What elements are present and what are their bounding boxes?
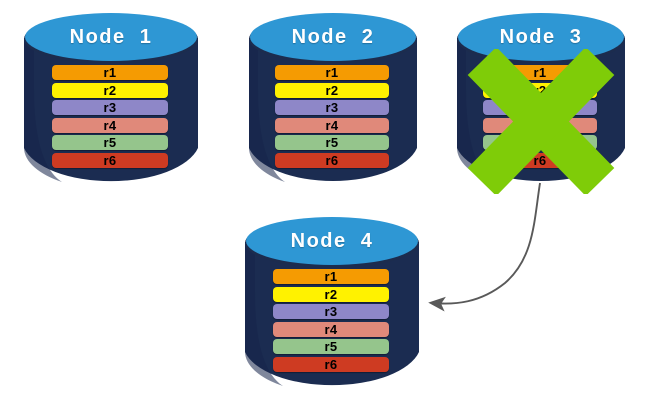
table-row[interactable]: r5 bbox=[52, 135, 168, 150]
row-label: r3 bbox=[533, 100, 547, 115]
row-label: r6 bbox=[324, 356, 338, 372]
row-list: r1 r2 r3 r4 r5 r6 bbox=[483, 65, 597, 168]
row-list: r1 r2 r3 r4 r5 r6 bbox=[52, 65, 168, 168]
row-label: r3 bbox=[103, 100, 117, 115]
table-row[interactable]: r3 bbox=[483, 100, 597, 115]
row-label: r2 bbox=[533, 82, 547, 98]
table-row[interactable]: r5 bbox=[275, 135, 389, 150]
row-label: r2 bbox=[325, 82, 339, 98]
row-list: r1 r2 r3 r4 r5 r6 bbox=[275, 65, 389, 168]
table-row[interactable]: r4 bbox=[483, 117, 597, 133]
table-row[interactable]: r3 bbox=[52, 100, 168, 115]
row-label: r4 bbox=[103, 117, 117, 133]
table-row[interactable]: r4 bbox=[52, 117, 168, 133]
row-label: r4 bbox=[533, 117, 547, 133]
table-row[interactable]: r6 bbox=[52, 152, 168, 168]
table-row[interactable]: r4 bbox=[273, 321, 389, 337]
row-label: r4 bbox=[324, 321, 338, 337]
table-row[interactable]: r2 bbox=[275, 82, 389, 98]
row-label: r1 bbox=[325, 65, 339, 80]
node-cylinder-node1[interactable]: Node 1 r1 r2 r3 r4 r5 r6 bbox=[22, 8, 200, 186]
node-cylinder-node2[interactable]: Node 2 r1 r2 r3 r4 r5 r6 bbox=[247, 8, 419, 186]
table-row[interactable]: r1 bbox=[273, 269, 389, 284]
row-label: r5 bbox=[325, 135, 339, 150]
row-label: r2 bbox=[103, 82, 117, 98]
table-row[interactable]: r2 bbox=[483, 82, 597, 98]
row-label: r4 bbox=[325, 117, 339, 133]
table-row[interactable]: r2 bbox=[273, 286, 389, 302]
row-label: r2 bbox=[324, 286, 338, 302]
row-label: r5 bbox=[103, 135, 117, 150]
row-label: r5 bbox=[324, 339, 338, 354]
row-list: r1 r2 r3 r4 r5 r6 bbox=[273, 269, 389, 372]
row-label: r1 bbox=[533, 65, 547, 80]
row-label: r6 bbox=[103, 152, 117, 168]
table-row[interactable]: r5 bbox=[273, 339, 389, 354]
table-row[interactable]: r1 bbox=[483, 65, 597, 80]
row-label: r5 bbox=[533, 135, 547, 150]
row-label: r6 bbox=[325, 152, 339, 168]
table-row[interactable]: r6 bbox=[275, 152, 389, 168]
row-label: r3 bbox=[324, 304, 338, 319]
table-row[interactable]: r6 bbox=[483, 152, 597, 168]
table-row[interactable]: r5 bbox=[483, 135, 597, 150]
node-cylinder-node3[interactable]: Node 3 r1 r2 r3 r4 r5 r6 bbox=[455, 8, 627, 194]
row-label: r3 bbox=[325, 100, 339, 115]
table-row[interactable]: r3 bbox=[275, 100, 389, 115]
row-label: r1 bbox=[103, 65, 117, 80]
table-row[interactable]: r1 bbox=[52, 65, 168, 80]
table-row[interactable]: r3 bbox=[273, 304, 389, 319]
table-row[interactable]: r2 bbox=[52, 82, 168, 98]
row-label: r6 bbox=[533, 152, 547, 168]
table-row[interactable]: r1 bbox=[275, 65, 389, 80]
node-cylinder-node4[interactable]: Node 4 r1 r2 r3 r4 r5 r6 bbox=[243, 212, 421, 390]
table-row[interactable]: r6 bbox=[273, 356, 389, 372]
table-row[interactable]: r4 bbox=[275, 117, 389, 133]
row-label: r1 bbox=[324, 269, 338, 284]
